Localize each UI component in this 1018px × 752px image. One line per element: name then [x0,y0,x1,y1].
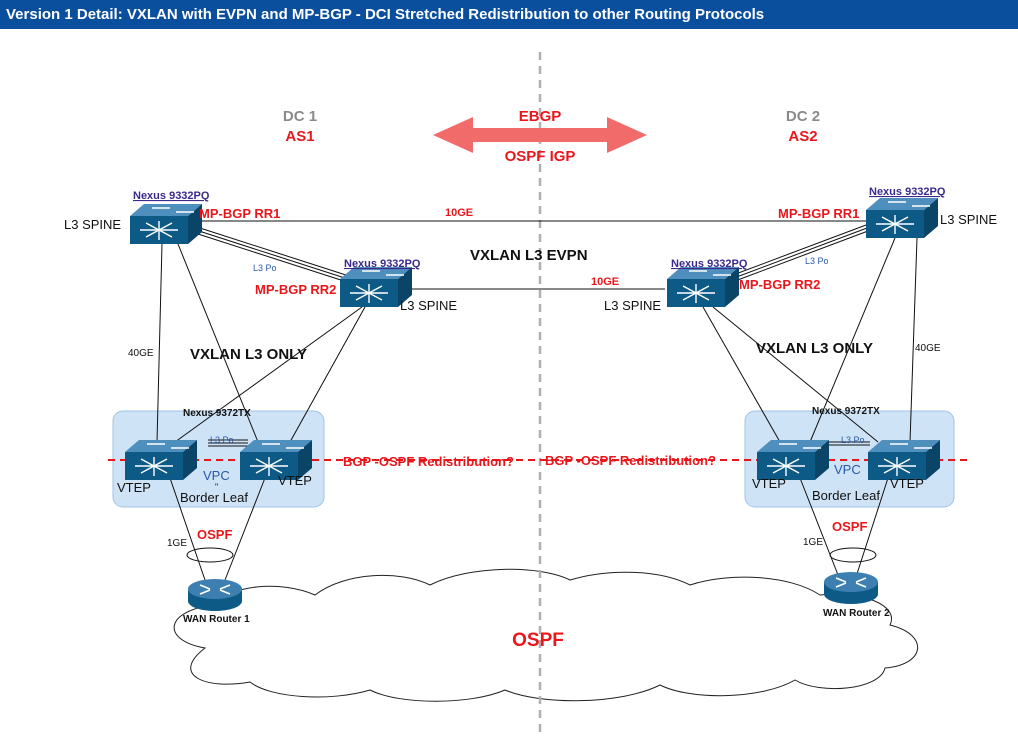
dc2-1ge-label: 1GE [803,537,823,548]
dc1-vtep-a-switch-icon [124,439,198,481]
wan-router-2-icon [823,571,879,605]
ten-ge-middle-label: 10GE [591,276,619,288]
dc2-vtep-b-label: VTEP [890,476,924,491]
dc2-leaf-l3po: L3 Po [841,435,865,445]
dc1-vpc-mark: " [215,482,218,492]
wan-router-1-label: WAN Router 1 [183,614,250,625]
ospf-cloud-label: OSPF [512,630,564,651]
dc1-l3po-spine-label: L3 Po [253,263,277,273]
dc2-vtep-b-switch-icon [867,439,941,481]
dc1-rr1-label: MP-BGP RR1 [199,206,280,221]
dc1-spine2-label: L3 SPINE [400,298,457,313]
dc1-redistribution-label: BGP -OSPF Redistribution? [343,454,514,469]
dc1-vpc-label: VPC [203,468,230,483]
dc2-as: AS2 [788,128,817,145]
dc1-1ge-label: 1GE [167,538,187,549]
dc2-wan-link-ellipse [829,547,877,563]
network-diagram: DC 1 AS1 DC 2 AS2 EBGP OSPF IGP Nexus 93… [64,52,997,735]
page-title: Version 1 Detail: VXLAN with EVPN and MP… [6,6,765,23]
dc1-leaf-l3po: L3 Po [210,435,234,445]
title-bar: Version 1 Detail: VXLAN with EVPN and MP… [0,0,1018,29]
dc2-spine2-model: Nexus 9332PQ [671,258,748,270]
dc2-spine-rr1-switch-icon [865,197,939,239]
dc1-name: DC 1 [283,108,317,125]
ebgp-arrow [433,117,647,153]
dc1-border-leaf-label: Border Leaf [180,490,248,505]
dc1-rr2-label: MP-BGP RR2 [255,282,336,297]
dc1-vtep-b-label: VTEP [278,473,312,488]
dc2-leaf-model: Nexus 9372TX [812,406,880,417]
dc2-spine1-model: Nexus 9332PQ [869,186,946,198]
wan-router-1-icon [187,578,243,612]
dc1-ospf-link-label: OSPF [197,527,232,542]
dc1-spine1-model: Nexus 9332PQ [133,190,210,202]
dc1-leaf-model: Nexus 9372TX [183,408,251,419]
dc2-vpc-label: VPC [834,462,861,477]
vxlan-evpn-label: VXLAN L3 EVPN [470,247,588,264]
dc2-spine-rr2-switch-icon [666,266,740,308]
dc2-40ge-label: 40GE [915,343,941,354]
dc2-vxlan-only-label: VXLAN L3 ONLY [756,340,873,357]
dc1-vtep-a-label: VTEP [117,480,151,495]
dc1-spine1-label: L3 SPINE [64,217,121,232]
dc2-ospf-link-label: OSPF [832,519,867,534]
dc2-l3po-spine-label: L3 Po [805,256,829,266]
dc2-spine1-label: L3 SPINE [940,212,997,227]
dc1-wan-link-ellipse [186,547,234,563]
ten-ge-top-label: 10GE [445,207,473,219]
ebgp-label: EBGP [519,108,562,125]
dc2-rr1-label: MP-BGP RR1 [778,206,859,221]
dc2-vtep-a-label: VTEP [752,476,786,491]
dc1-as: AS1 [285,128,314,145]
dc1-spine2-model: Nexus 9332PQ [344,258,421,270]
dc1-spine-rr1-switch-icon [129,203,203,245]
ospf-igp-label: OSPF IGP [505,148,576,165]
dc1-vxlan-only-label: VXLAN L3 ONLY [190,346,307,363]
dc2-spine2-label: L3 SPINE [604,298,661,313]
links [156,220,918,581]
dc2-border-leaf-label: Border Leaf [812,488,880,503]
dc2-redistribution-label: BGP -OSPF Redistribution? [545,453,716,468]
dc2-rr2-label: MP-BGP RR2 [739,277,820,292]
dc1-40ge-label: 40GE [128,348,154,359]
dc2-name: DC 2 [786,108,820,125]
dc2-vtep-a-switch-icon [756,439,830,481]
wan-router-2-label: WAN Router 2 [823,608,890,619]
ospf-cloud [173,568,919,702]
